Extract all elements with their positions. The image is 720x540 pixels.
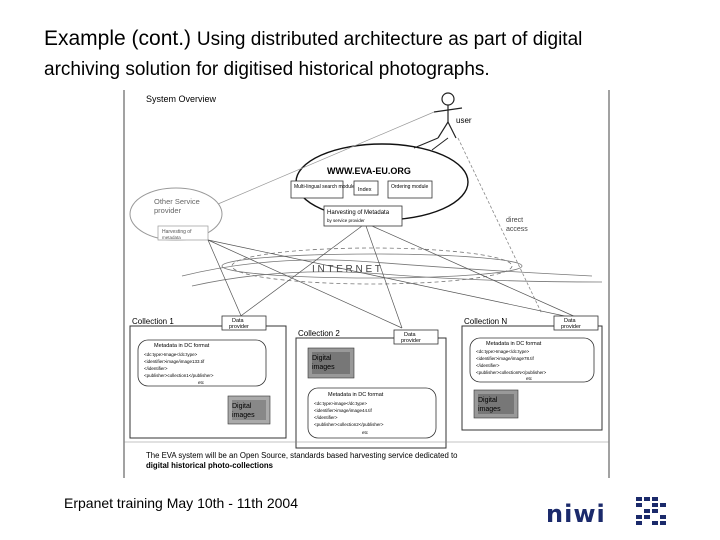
other-harvest-label-2: metadata — [162, 235, 181, 240]
c1-images-label-2: images — [232, 412, 255, 419]
logo-grid-icon — [636, 497, 668, 527]
c2-dp-label-2: provider — [401, 338, 421, 344]
other-service-provider: Other Service provider Harvesting of met… — [130, 188, 222, 240]
bottom-text-2: digital historical photo-collections — [146, 461, 274, 470]
footer-text: Erpanet training May 10th - 11th 2004 — [64, 495, 298, 511]
cn-metadata-title: Metadata in DC format — [486, 341, 542, 347]
cn-images-label-1: Digital — [478, 397, 498, 404]
c1-code-2: <identifier>image/image133.tif — [144, 359, 205, 364]
niwi-logo: niwi — [546, 500, 606, 528]
collection-1-label: Collection 1 — [132, 317, 174, 326]
c2-code-1: <dc:type>image</dc:type> — [314, 401, 367, 406]
direct-access-label-1: direct — [506, 217, 523, 224]
bottom-text-1: The EVA system will be an Open Source, s… — [146, 451, 458, 460]
eva-site-label: WWW.EVA-EU.ORG — [327, 166, 411, 176]
harvesting-sub-label: by service provider — [327, 218, 365, 223]
harvesting-label: Harvesting of Metadata — [327, 210, 390, 216]
cn-code-4: <publisher>collectionN</publisher> — [476, 370, 547, 375]
cn-code-1: <dc:type>Image</dc:type> — [476, 349, 530, 354]
other-sp-label-2: provider — [154, 206, 182, 215]
c2-code-5: etc — [362, 430, 369, 435]
c1-code-1: <dc:type>Image</dc:type> — [144, 352, 198, 357]
ordering-module-label: Ordering module — [391, 184, 428, 190]
c2-metadata-title: Metadata in DC format — [328, 392, 384, 398]
c1-metadata-title: Metadata in DC format — [154, 343, 210, 349]
c1-images-label-1: Digital — [232, 403, 252, 410]
collection-n-label: Collection N — [464, 317, 507, 326]
index-label: Index — [358, 187, 372, 193]
collection-1: Collection 1 Data provider Metadata in D… — [130, 316, 286, 438]
harvesting-box — [324, 206, 402, 226]
c1-dp-label-2: provider — [229, 324, 249, 330]
cn-code-3: </identifier> — [476, 363, 500, 368]
slide-title: Example (cont.) Using distributed archit… — [44, 24, 704, 84]
c2-images-label-1: Digital — [312, 355, 332, 362]
cn-images-label-2: images — [478, 406, 501, 413]
collection-n: Collection N Data provider Metadata in D… — [462, 316, 602, 430]
collection-2: Collection 2 Data provider Digital image… — [296, 329, 446, 448]
c1-code-4: <publisher>collection1</publisher> — [144, 373, 214, 378]
cn-dp-label-2: provider — [561, 324, 581, 330]
cn-code-5: etc — [526, 376, 533, 381]
user-label: user — [456, 116, 472, 125]
c2-images-label-2: images — [312, 364, 335, 371]
title-part-1: Example (cont.) — [44, 27, 197, 50]
architecture-diagram: System Overview user WWW.EVA-EU.ORG Mult… — [122, 86, 612, 480]
title-line-2: archiving solution for digitised histori… — [44, 59, 490, 80]
collection-2-label: Collection 2 — [298, 329, 340, 338]
cn-code-2: <identifier>image/image78.tif — [476, 356, 535, 361]
c1-code-3: </identifier> — [144, 366, 168, 371]
system-overview-label: System Overview — [146, 94, 217, 104]
title-part-2: Using distributed architecture as part o… — [197, 29, 582, 50]
c2-code-4: <publisher>collection2</publisher> — [314, 422, 384, 427]
c2-code-2: <identifier>image/image44.tif — [314, 408, 373, 413]
other-sp-label-1: Other Service — [154, 197, 200, 206]
c2-code-3: </identifier> — [314, 415, 338, 420]
search-module-label: Multi-lingual search module — [294, 184, 355, 190]
direct-access-label-2: access — [506, 226, 528, 233]
c1-code-5: etc — [198, 380, 205, 385]
